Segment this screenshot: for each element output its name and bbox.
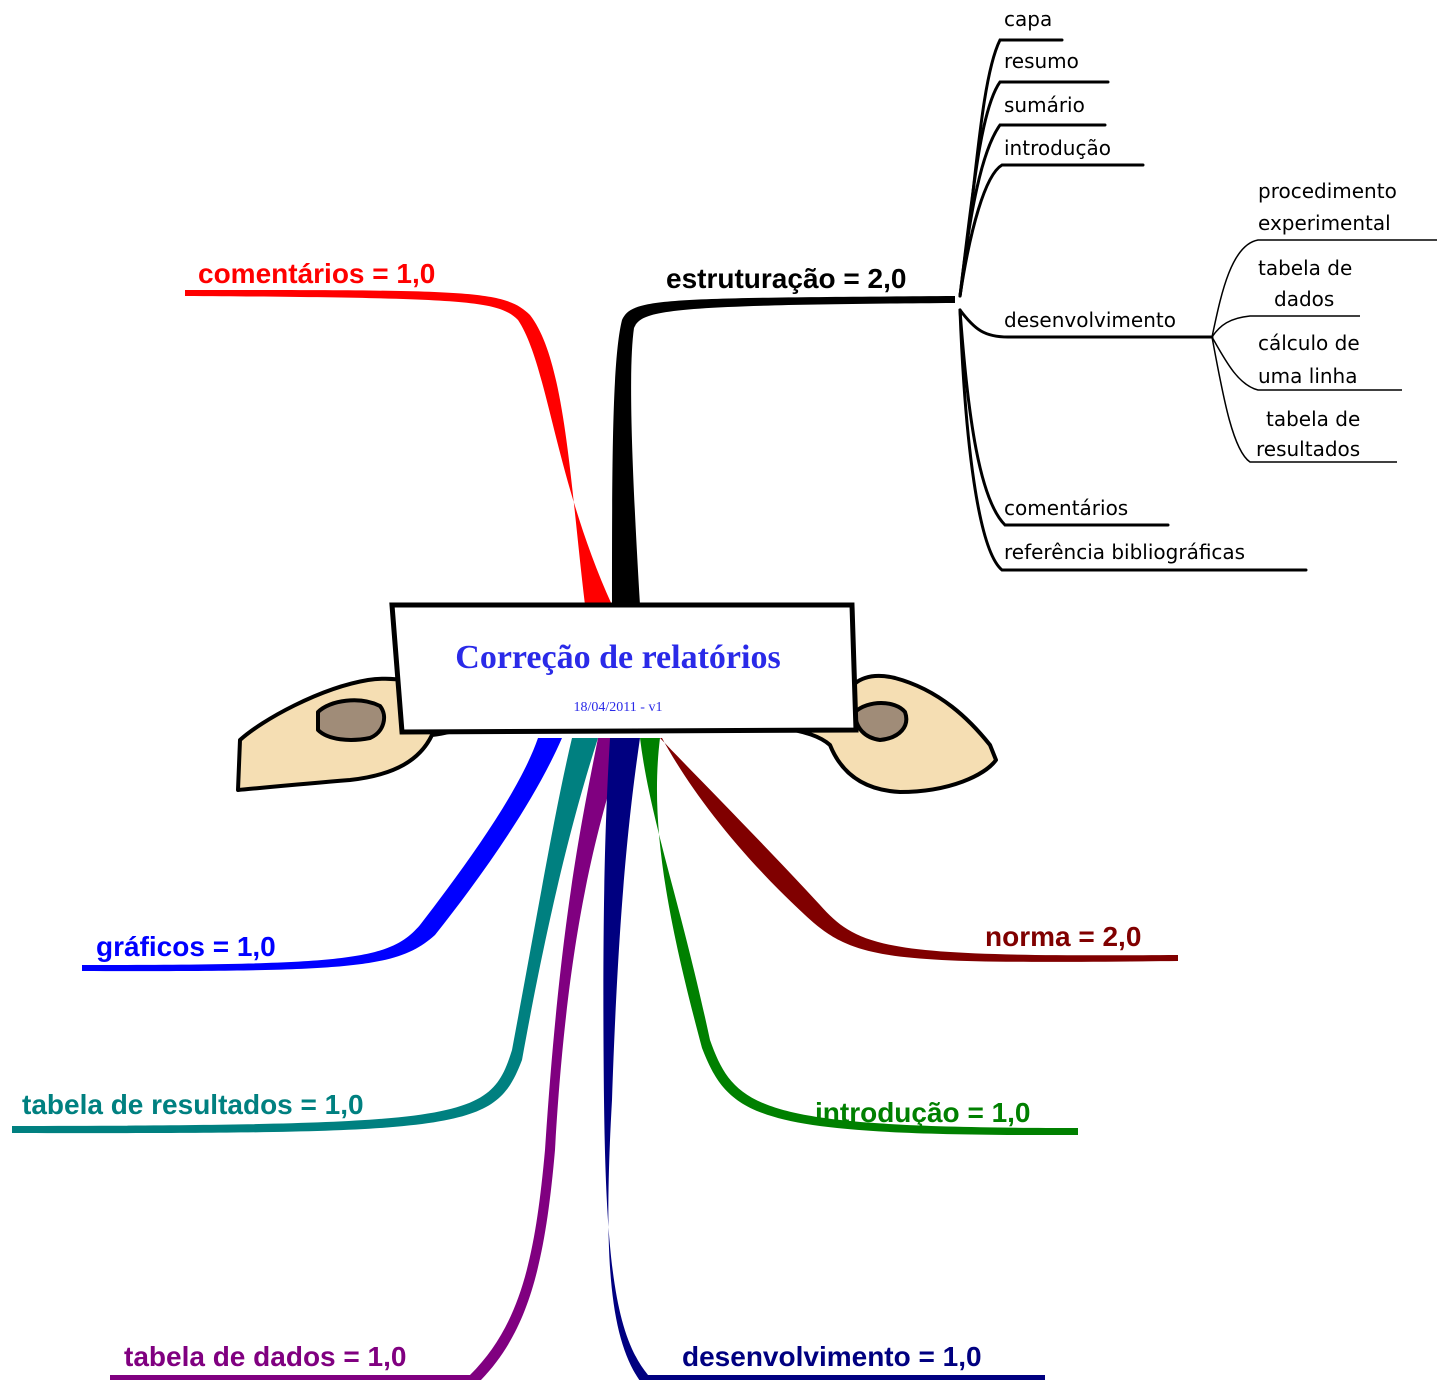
branch-graficos xyxy=(82,738,562,972)
label-comentarios: comentários = 1,0 xyxy=(198,258,435,289)
branch-estruturacao xyxy=(612,296,955,605)
label-capa: capa xyxy=(1004,7,1052,31)
label-sumario: sumário xyxy=(1004,93,1085,117)
label-referencias: referência bibliográficas xyxy=(1004,540,1245,564)
label-introducao-sub: introdução xyxy=(1004,136,1111,160)
central-topic-card: Correção de relatórios 18/04/2011 - v1 xyxy=(389,602,859,735)
label-procedimento-2: experimental xyxy=(1258,211,1391,235)
central-date: 18/04/2011 - v1 xyxy=(574,700,663,715)
branch-comentarios xyxy=(185,290,612,605)
label-desenvolvimento-sub: desenvolvimento xyxy=(1004,308,1176,332)
label-tabela-resultados-2: resultados xyxy=(1256,437,1360,461)
label-tabela-dados-2: dados xyxy=(1274,287,1334,311)
label-calculo-2: uma linha xyxy=(1258,364,1358,388)
branch-desenvolvimento xyxy=(603,738,1045,1380)
label-tabela-dados-1: tabela de xyxy=(1258,256,1352,280)
label-calculo-1: cálculo de xyxy=(1258,331,1360,355)
central-title: Correção de relatórios xyxy=(455,639,780,676)
label-procedimento-1: procedimento xyxy=(1258,179,1397,203)
label-graficos: gráficos = 1,0 xyxy=(96,931,276,962)
label-comentarios-sub: comentários xyxy=(1004,496,1128,520)
desenvolvimento-connectors xyxy=(1211,239,1437,463)
branch-norma xyxy=(660,738,1178,962)
label-estruturacao: estruturação = 2,0 xyxy=(666,263,906,294)
label-resumo: resumo xyxy=(1004,49,1079,73)
label-norma: norma = 2,0 xyxy=(985,921,1141,952)
label-introducao: introdução = 1,0 xyxy=(815,1097,1031,1128)
label-tabela-resultados-1: tabela de xyxy=(1266,407,1360,431)
estruturacao-connectors xyxy=(958,38,1308,572)
label-tabela-dados: tabela de dados = 1,0 xyxy=(124,1341,406,1372)
label-tabela-resultados: tabela de resultados = 1,0 xyxy=(22,1089,364,1120)
branch-tabela-dados xyxy=(110,738,625,1380)
label-desenvolvimento: desenvolvimento = 1,0 xyxy=(682,1341,982,1372)
